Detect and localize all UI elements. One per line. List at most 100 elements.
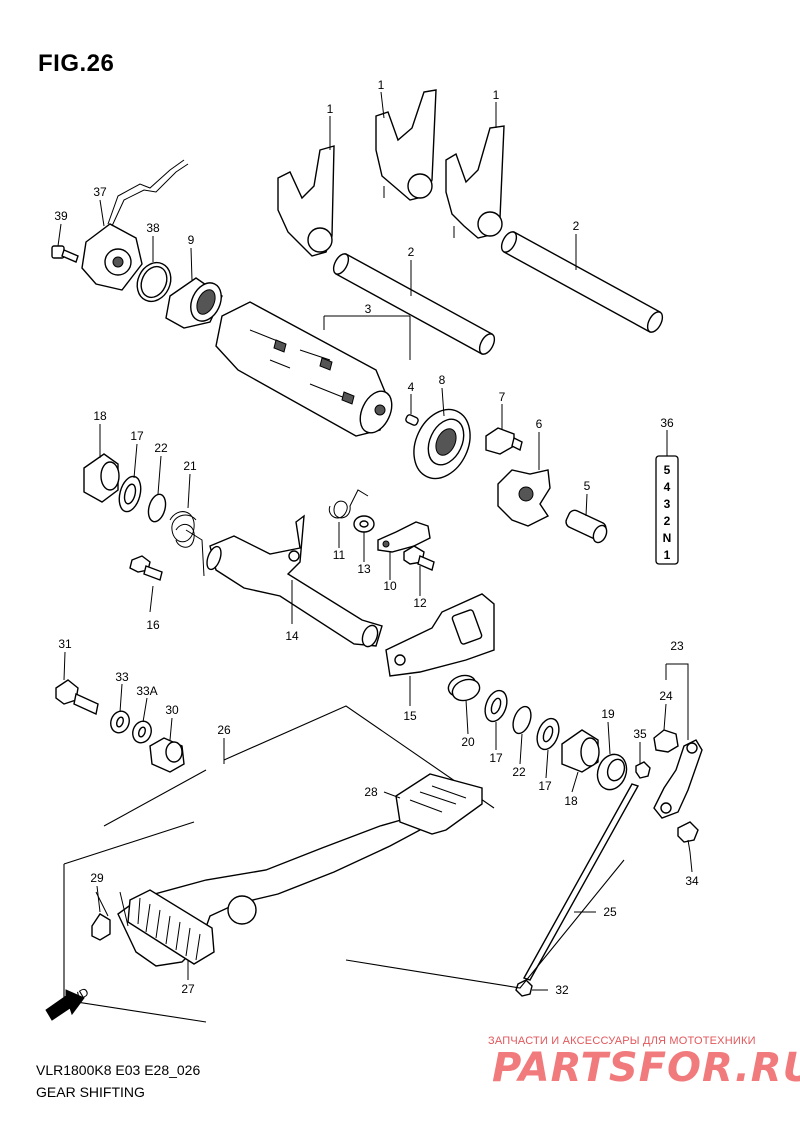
callout-23: 23: [670, 639, 684, 653]
bearing-9[interactable]: [165, 277, 227, 329]
gearshift-rod[interactable]: [522, 783, 640, 981]
callout-2a: 2: [408, 245, 415, 259]
watermark-logo: PARTSFOR.RU: [492, 1045, 800, 1091]
callout-14: 14: [285, 629, 299, 643]
callout-8: 8: [439, 373, 446, 387]
shift-fork-c[interactable]: [445, 125, 505, 239]
gear-2: 2: [664, 514, 671, 528]
callout-34: 34: [685, 874, 699, 888]
callouts: 1 1 1 2 2 3 4 5 6 7 8 9 10 11 12 13 14 1…: [54, 78, 699, 997]
o-ring[interactable]: [131, 257, 177, 307]
callout-35: 35: [633, 727, 647, 741]
pedal-rubber-27[interactable]: [127, 889, 215, 965]
gear-position-sensor[interactable]: [81, 159, 189, 291]
callout-18a: 18: [93, 409, 107, 423]
fork-shaft-a[interactable]: [331, 251, 498, 356]
gearshift-arm-23[interactable]: [653, 739, 703, 819]
callout-15: 15: [403, 709, 417, 723]
fork-shaft-b[interactable]: [499, 229, 666, 334]
callout-3: 3: [365, 302, 372, 316]
callout-5: 5: [584, 479, 591, 493]
gear-1: 1: [664, 548, 671, 562]
callout-38: 38: [146, 221, 160, 235]
gear-shift-cam[interactable]: [215, 301, 398, 438]
washer-17-upper[interactable]: [116, 474, 145, 514]
callout-22a: 22: [154, 441, 168, 455]
bearing-18-lower[interactable]: [561, 729, 600, 773]
callout-1b: 1: [378, 78, 385, 92]
washer-33[interactable]: [108, 709, 132, 736]
gear-shift-shaft[interactable]: [204, 514, 383, 649]
stopper-5[interactable]: [564, 508, 609, 544]
callout-19: 19: [601, 707, 615, 721]
callout-17b: 17: [489, 751, 503, 765]
figure-caption: GEAR SHIFTING: [36, 1084, 145, 1100]
callout-24: 24: [659, 689, 673, 703]
bearing-8[interactable]: [403, 400, 481, 487]
model-code: VLR1800K8 E03 E28_026: [36, 1062, 201, 1078]
callout-22b: 22: [512, 765, 526, 779]
washer-17-lower[interactable]: [533, 716, 563, 753]
washer-33a[interactable]: [130, 719, 154, 746]
callout-32: 32: [555, 983, 569, 997]
oil-seal-19[interactable]: [593, 750, 632, 793]
cam-driven-gear[interactable]: [497, 469, 551, 527]
washer-13[interactable]: [353, 515, 375, 533]
callout-12: 12: [413, 596, 427, 610]
callout-13: 13: [357, 562, 371, 576]
callout-18b: 18: [564, 794, 578, 808]
watermark-tagline: ЗАПЧАСТИ И АКСЕССУАРЫ ДЛЯ МОТОТЕХНИКИ: [488, 1035, 756, 1047]
bolt-31[interactable]: [55, 679, 99, 716]
callout-33a: 33A: [136, 684, 157, 698]
callout-36: 36: [660, 416, 674, 430]
plate-10[interactable]: [377, 521, 431, 553]
shift-arm-plate[interactable]: [385, 593, 495, 677]
cam-pin[interactable]: [405, 414, 419, 426]
callout-17a: 17: [130, 429, 144, 443]
bolt-12[interactable]: [403, 545, 435, 571]
callout-39: 39: [54, 209, 68, 223]
return-spring-21[interactable]: [169, 511, 205, 577]
shift-fork-b[interactable]: [375, 89, 437, 201]
joint-24[interactable]: [653, 729, 679, 753]
callout-37: 37: [93, 185, 107, 199]
fwd-arrow-icon: FWD: [45, 985, 91, 1021]
bolt-34[interactable]: [677, 821, 699, 853]
bolt-7[interactable]: [485, 427, 523, 455]
clip-22-lower[interactable]: [510, 704, 535, 736]
callout-1c: 1: [493, 88, 500, 102]
callout-2b: 2: [573, 219, 580, 233]
pedal-28[interactable]: [395, 773, 483, 835]
gear-indicator-plate: 5 4 3 2 N 1: [655, 455, 679, 565]
callout-33: 33: [115, 670, 129, 684]
callout-30: 30: [165, 703, 179, 717]
callout-16: 16: [146, 618, 160, 632]
callout-7: 7: [499, 390, 506, 404]
shift-fork-a[interactable]: [277, 145, 335, 257]
callout-25: 25: [603, 905, 617, 919]
bearing-18-upper[interactable]: [83, 453, 120, 503]
callout-10: 10: [383, 579, 397, 593]
callout-17c: 17: [538, 779, 552, 793]
bush-30[interactable]: [149, 737, 185, 773]
callout-11: 11: [333, 548, 346, 562]
washer-17-mid[interactable]: [481, 688, 511, 725]
gear-3: 3: [664, 497, 671, 511]
pin-16[interactable]: [129, 555, 163, 581]
gear-4: 4: [664, 480, 671, 494]
clip-20[interactable]: [445, 672, 482, 704]
clip-22-upper[interactable]: [146, 492, 169, 523]
callout-21: 21: [183, 459, 197, 473]
callout-4: 4: [408, 380, 415, 394]
gear-n: N: [663, 531, 672, 545]
callout-28: 28: [364, 785, 378, 799]
sensor-screw[interactable]: [51, 245, 79, 263]
gear-5: 5: [664, 463, 671, 477]
callout-1a: 1: [327, 102, 334, 116]
spring-11[interactable]: [328, 489, 369, 519]
nut-35[interactable]: [635, 761, 651, 779]
cap-29[interactable]: [91, 913, 111, 941]
callout-9: 9: [188, 233, 195, 247]
callout-27: 27: [181, 982, 195, 996]
